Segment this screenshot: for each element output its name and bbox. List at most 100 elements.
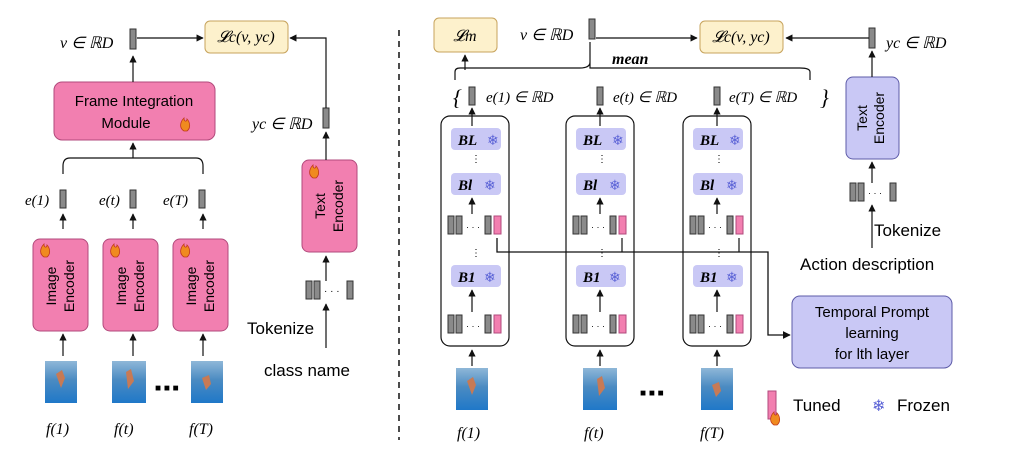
snowflake-icon: ❄	[872, 398, 885, 415]
svg-text:B1: B1	[582, 270, 601, 286]
legend: Tuned ❄ Frozen	[767, 390, 950, 426]
svg-text:❄: ❄	[609, 269, 621, 285]
frame-integration-label-1: Frame Integration	[75, 93, 193, 110]
left-f1-label: f(1)	[46, 421, 69, 438]
left-v-token	[129, 28, 137, 50]
svg-text:⋮: ⋮	[471, 154, 481, 165]
right-panel: 𝓛m v ∈ ℝD mean 𝓛c(v, yc) { e(1) ∈ ℝD e(t…	[433, 17, 953, 442]
svg-text:· · ·: · · ·	[324, 286, 340, 297]
temporal-prompt-box	[791, 295, 953, 369]
left-loss-label: 𝓛c(v, yc)	[217, 29, 275, 46]
frame-integration-label-2: Module	[101, 115, 150, 132]
temporal-prompt-label-3: for lth layer	[835, 346, 909, 363]
right-e1-label: e(1) ∈ ℝD	[486, 90, 554, 106]
svg-text:B1: B1	[699, 270, 718, 286]
svg-text:BL: BL	[582, 133, 602, 149]
svg-text:⋮: ⋮	[597, 248, 607, 259]
right-v-label: v ∈ ℝD	[520, 27, 574, 44]
left-yc-label: yc ∈ ℝD	[250, 116, 313, 133]
right-yc-label: yc ∈ ℝD	[884, 35, 947, 52]
svg-text:⋮: ⋮	[714, 154, 724, 165]
svg-text:· · ·: · · ·	[868, 188, 882, 198]
right-et-token	[596, 86, 604, 106]
left-eT-label: e(T)	[163, 193, 188, 209]
right-v-token	[588, 18, 596, 40]
svg-text:· · ·: · · ·	[466, 321, 480, 331]
right-frame-thumbnail-1	[456, 368, 488, 410]
left-frames-ellipsis: ■ ■ ■	[155, 383, 179, 394]
svg-text:❄: ❄	[729, 132, 741, 148]
legend-frozen-label: Frozen	[897, 396, 950, 415]
svg-text:❄: ❄	[726, 177, 738, 193]
left-e1-token	[59, 189, 67, 209]
svg-text:❄: ❄	[612, 132, 624, 148]
left-et-token	[129, 189, 137, 209]
left-ft-label: f(t)	[114, 421, 134, 438]
image-encoder-t: Image Encoder	[102, 238, 159, 332]
right-eT-token	[713, 86, 721, 106]
right-e1-token	[468, 86, 476, 106]
svg-text:· · ·: · · ·	[708, 222, 722, 232]
vision-column-1: BL ❄ ⋮ Bl ❄ · · · ⋮ B1 ❄ · · ·	[440, 107, 510, 347]
fire-icon	[180, 117, 191, 132]
left-loss-box	[204, 20, 289, 54]
left-token-row: · · ·	[305, 280, 354, 300]
left-tokenize-label: Tokenize	[247, 319, 314, 338]
right-loss-label: 𝓛c(v, yc)	[712, 29, 770, 46]
svg-text:Encoder: Encoder	[61, 260, 77, 312]
right-frames-ellipsis: ■ ■ ■	[640, 388, 664, 399]
left-yc-token	[322, 107, 330, 129]
svg-text:Encoder: Encoder	[201, 260, 217, 312]
left-et-label: e(t)	[99, 193, 120, 209]
vision-column-t: BL ❄ ⋮ Bl ❄ · · · ⋮ B1 ❄ · · ·	[565, 107, 635, 347]
right-f1-label: f(1)	[457, 425, 480, 442]
svg-text:Text: Text	[312, 193, 328, 219]
lm-label: 𝓛m	[453, 28, 476, 45]
svg-text:· · ·: · · ·	[708, 321, 722, 331]
right-loss-box	[699, 20, 784, 54]
right-yc-token	[868, 27, 876, 49]
svg-text:❄: ❄	[487, 132, 499, 148]
right-fT-label: f(T)	[700, 425, 724, 442]
svg-text:}: }	[820, 85, 829, 110]
svg-text:{: {	[453, 85, 462, 110]
svg-text:Encoder: Encoder	[131, 260, 147, 312]
svg-text:· · ·: · · ·	[591, 222, 605, 232]
right-token-row: · · ·	[849, 182, 897, 202]
svg-text:⋮: ⋮	[471, 248, 481, 259]
right-frame-thumbnail-t	[583, 368, 617, 410]
svg-text:⋮: ⋮	[597, 154, 607, 165]
svg-text:❄: ❄	[484, 269, 496, 285]
svg-text:· · ·: · · ·	[591, 321, 605, 331]
svg-text:❄: ❄	[484, 177, 496, 193]
frame-thumbnail-T	[191, 361, 223, 403]
svg-text:Bl: Bl	[699, 178, 715, 194]
svg-text:Bl: Bl	[582, 178, 598, 194]
left-fT-label: f(T)	[189, 421, 213, 438]
svg-text:Encoder: Encoder	[330, 180, 346, 232]
svg-text:· · ·: · · ·	[466, 222, 480, 232]
lm-box	[433, 17, 498, 53]
frame-thumbnail-1	[45, 361, 77, 403]
svg-text:Text: Text	[854, 105, 870, 131]
svg-text:❄: ❄	[726, 269, 738, 285]
left-e1-label: e(1)	[25, 193, 49, 209]
left-text-encoder	[301, 159, 358, 253]
frame-integration-module	[53, 81, 216, 141]
image-encoder-1: Image Encoder	[32, 238, 89, 332]
image-encoder-T: Image Encoder	[172, 238, 229, 332]
svg-text:⋮: ⋮	[714, 248, 724, 259]
right-et-label: e(t) ∈ ℝD	[613, 90, 677, 106]
right-frame-thumbnail-T	[701, 368, 733, 410]
temporal-prompt-label-2: learning	[845, 325, 898, 342]
svg-text:Image: Image	[43, 266, 59, 305]
left-eT-token	[198, 189, 206, 209]
svg-text:BL: BL	[699, 133, 719, 149]
mean-label: mean	[612, 51, 649, 68]
legend-tuned-label: Tuned	[793, 396, 841, 415]
right-eT-label: e(T) ∈ ℝD	[729, 90, 797, 106]
svg-text:Bl: Bl	[457, 178, 473, 194]
left-class-name-label: class name	[264, 361, 350, 380]
svg-text:Encoder: Encoder	[871, 92, 887, 144]
